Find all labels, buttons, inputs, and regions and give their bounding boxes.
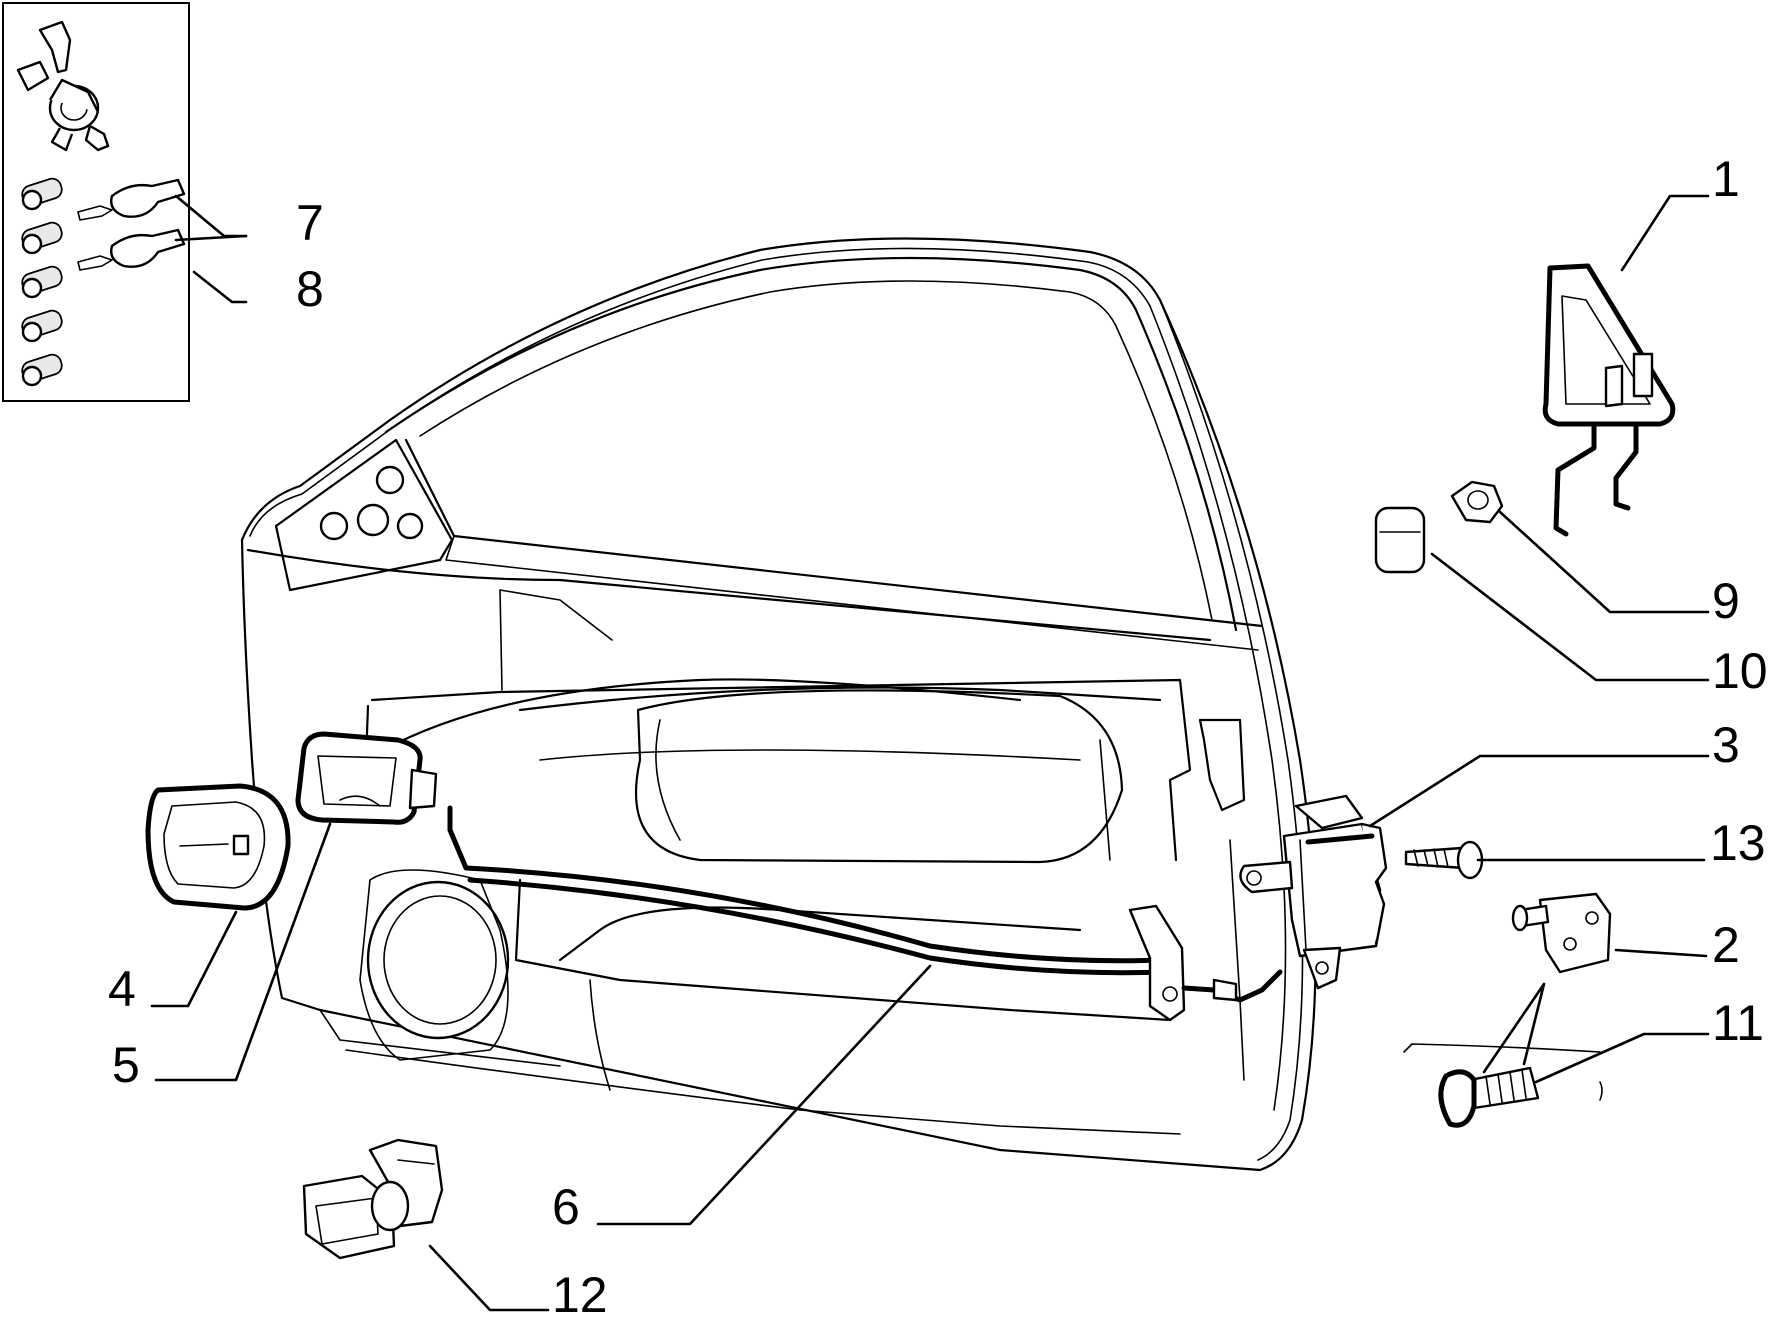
- screw-part-13: [1404, 840, 1484, 880]
- leader-lines: [150, 194, 1710, 1312]
- callout-2: 2: [1712, 917, 1740, 973]
- callout-1: 1: [1712, 151, 1740, 207]
- callout-6: 6: [552, 1179, 580, 1235]
- door-panel-outline: [240, 237, 1317, 1172]
- callout-11: 11: [1712, 995, 1764, 1051]
- ignition-lock-icon: [16, 20, 110, 152]
- callout-13: 13: [1710, 815, 1766, 871]
- speaker-grille-icon: [359, 869, 510, 1061]
- striker-bolt-part-11: [1403, 1043, 1603, 1128]
- outer-handle-bracket-part-1: [1542, 263, 1676, 537]
- callout-7: 7: [296, 195, 324, 251]
- lock-kit-inset: [2, 2, 190, 402]
- rubber-pad-part-10: [1374, 506, 1426, 574]
- nut-part-9: [1450, 480, 1504, 524]
- door-lock-mechanism-part-3: [1239, 794, 1388, 990]
- inner-handle-part-5: [295, 731, 438, 825]
- callout-5: 5: [112, 1037, 140, 1093]
- lock-cylinder-icons: [21, 177, 63, 387]
- inner-handle-bezel-part-4: [145, 783, 291, 911]
- striker-plate-part-2: [1511, 892, 1612, 974]
- callout-10: 10: [1712, 643, 1768, 699]
- linkage-rod-part-6: [447, 805, 1283, 1022]
- callout-12: 12: [552, 1267, 608, 1318]
- callout-8: 8: [296, 261, 324, 317]
- rod-clip-part-12: [302, 1138, 444, 1260]
- callout-4: 4: [108, 961, 136, 1017]
- callout-9: 9: [1712, 573, 1740, 629]
- callout-labels: 1 9 10 3 13 2 11 4 5 6 7 8 12: [108, 151, 1768, 1318]
- key-icons: [77, 178, 186, 271]
- callout-3: 3: [1712, 717, 1740, 773]
